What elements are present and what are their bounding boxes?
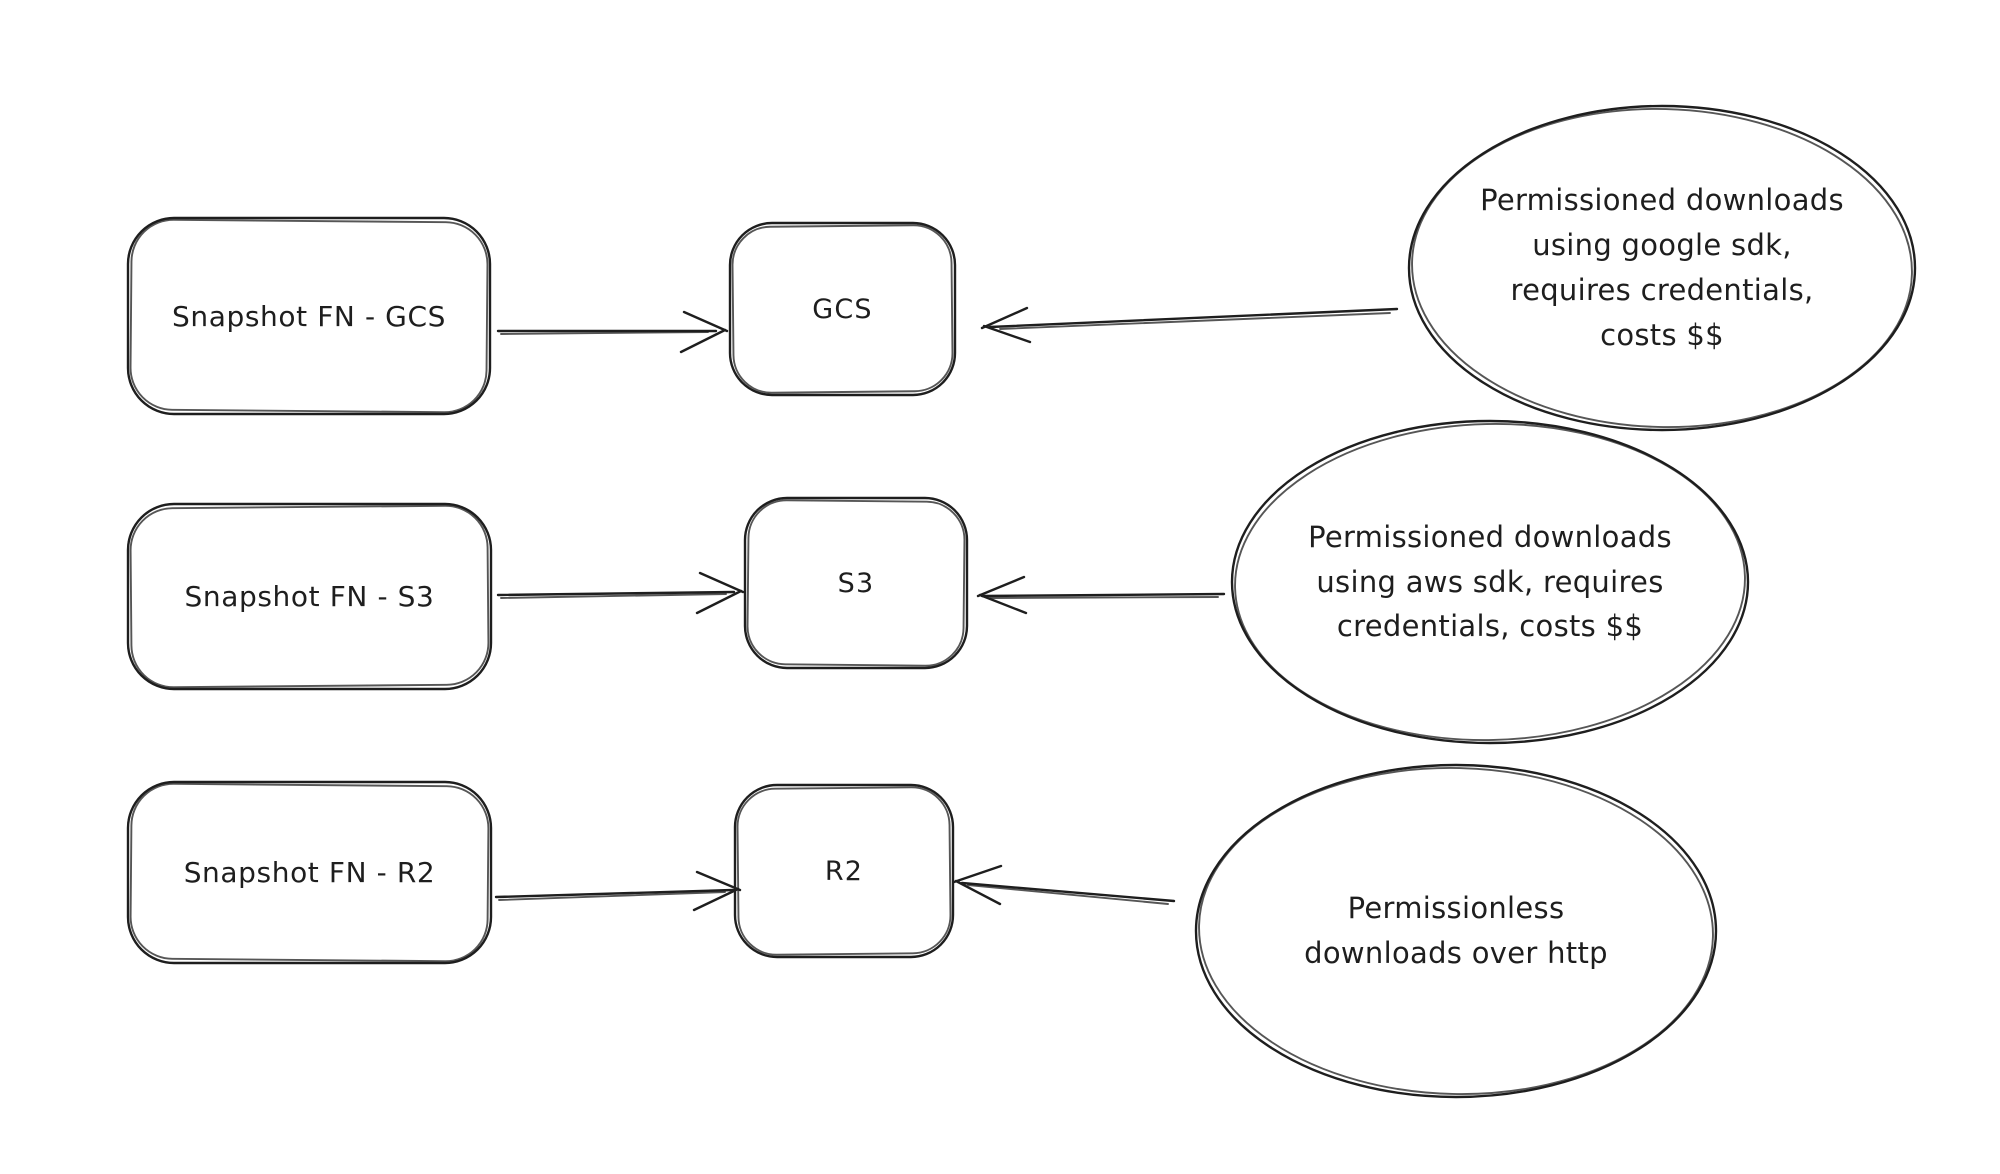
node-snapshot-fn-s3 <box>126 502 493 691</box>
arrow-note-to-r2 <box>952 864 1176 906</box>
arrow-snapshot-to-s3 <box>496 571 745 615</box>
arrow-snapshot-to-gcs <box>496 310 729 354</box>
arrow-note-to-s3 <box>976 575 1226 615</box>
node-s3 <box>743 496 969 670</box>
node-gcs <box>728 221 957 397</box>
ellipse-note-s3 <box>1230 419 1750 745</box>
ellipse-note-gcs <box>1407 104 1917 432</box>
ellipse-note-r2 <box>1194 763 1718 1099</box>
node-snapshot-fn-r2 <box>126 780 493 965</box>
node-r2 <box>733 783 955 959</box>
arrow-snapshot-to-r2 <box>494 870 742 912</box>
arrow-note-to-gcs <box>980 306 1399 344</box>
node-snapshot-fn-gcs <box>126 216 492 416</box>
